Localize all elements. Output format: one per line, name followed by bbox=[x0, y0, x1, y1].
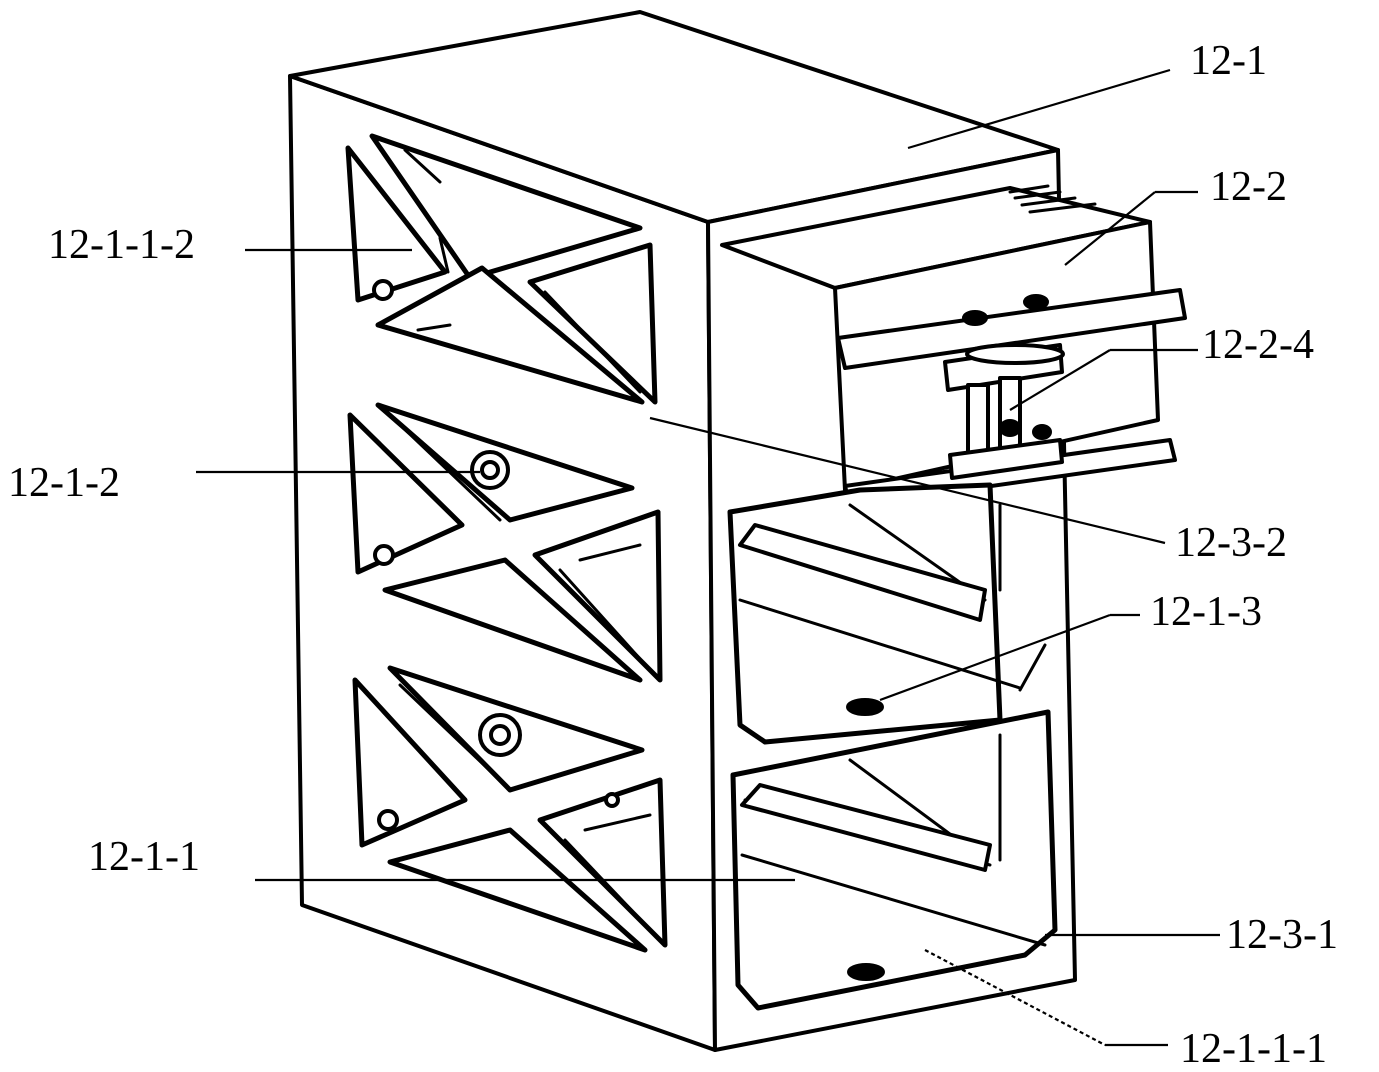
label-12-3-1: 12-3-1 bbox=[1226, 912, 1338, 958]
lower-rib-bay bbox=[352, 665, 668, 953]
label-12-1-1: 12-1-1 bbox=[88, 834, 200, 880]
label-12-3-2: 12-3-2 bbox=[1175, 520, 1287, 566]
upper-rib-bay bbox=[345, 133, 658, 405]
label-12-1: 12-1 bbox=[1190, 38, 1267, 84]
label-12-1-1-1: 12-1-1-1 bbox=[1180, 1026, 1327, 1072]
leader-lines bbox=[196, 68, 1220, 1047]
label-12-1-2: 12-1-2 bbox=[8, 460, 120, 506]
part-labels: 12-1 12-2 12-1-1-2 12-2-4 12-1-2 12-3-2 … bbox=[8, 38, 1338, 1072]
label-12-2-4: 12-2-4 bbox=[1202, 322, 1314, 368]
middle-rib-bay bbox=[347, 402, 663, 683]
front-upper-ribs bbox=[727, 482, 1047, 745]
upper-flange bbox=[836, 288, 1187, 370]
label-12-2: 12-2 bbox=[1210, 164, 1287, 210]
front-lower-ribs bbox=[730, 709, 1058, 1011]
label-12-1-3: 12-1-3 bbox=[1150, 589, 1262, 635]
label-12-1-1-2: 12-1-1-2 bbox=[48, 222, 195, 268]
bracket-assembly bbox=[720, 184, 1187, 508]
